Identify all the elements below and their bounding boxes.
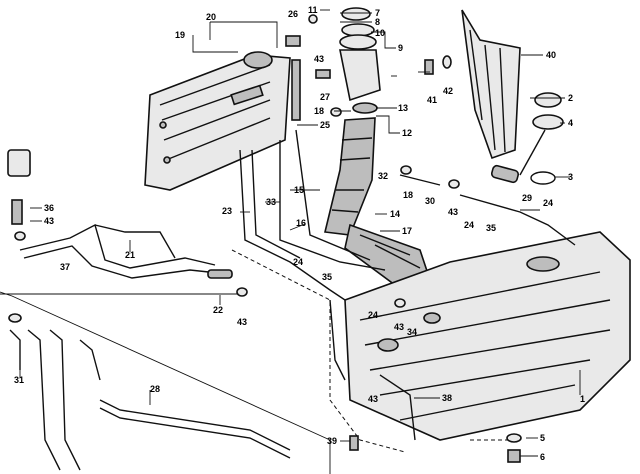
callout-3: 3 [568, 172, 573, 182]
callout-43-a: 43 [314, 54, 324, 64]
filler-hose [324, 117, 432, 286]
callout-21: 21 [125, 250, 135, 260]
callout-24-a: 24 [293, 257, 303, 267]
callout-7: 7 [375, 8, 380, 18]
callout-5: 5 [540, 433, 545, 443]
callout-27: 27 [320, 92, 330, 102]
inset-panel-outline [0, 291, 331, 474]
callout-43-c: 43 [44, 216, 54, 226]
callout-38: 38 [442, 393, 452, 403]
callout-leaders [19, 9, 581, 457]
callout-2: 2 [568, 93, 573, 103]
callout-1: 1 [580, 394, 585, 404]
callout-28: 28 [150, 384, 160, 394]
callout-32: 32 [378, 171, 388, 181]
callout-14: 14 [390, 209, 400, 219]
callout-29: 29 [522, 193, 532, 203]
callout-34: 34 [407, 327, 417, 337]
callout-8: 8 [375, 17, 380, 27]
callout-35-b: 35 [486, 223, 496, 233]
callout-15: 15 [294, 185, 304, 195]
callout-40: 40 [546, 50, 556, 60]
inset-detail [8, 313, 291, 471]
callout-37: 37 [60, 262, 70, 272]
callout-labels: 1 2 3 4 5 6 7 8 9 10 11 12 13 14 15 16 1… [14, 5, 585, 462]
callout-25: 25 [320, 120, 330, 130]
filler-housing-panel [144, 51, 291, 191]
callout-36: 36 [44, 203, 54, 213]
callout-33: 33 [266, 197, 276, 207]
callout-23: 23 [222, 206, 232, 216]
callout-43-f: 43 [368, 394, 378, 404]
callout-9: 9 [398, 43, 403, 53]
callout-43-e: 43 [394, 322, 404, 332]
callout-11: 11 [308, 5, 318, 15]
callout-24-d: 24 [543, 198, 553, 208]
fuel-lines [19, 129, 576, 441]
callout-6: 6 [540, 452, 545, 462]
callout-16: 16 [296, 218, 306, 228]
callout-43-b: 43 [448, 207, 458, 217]
callout-12: 12 [402, 128, 412, 138]
callout-43-d: 43 [237, 317, 247, 327]
filler-neck [339, 7, 381, 114]
callout-20: 20 [206, 12, 216, 22]
shield-plate [461, 9, 521, 160]
callout-42: 42 [443, 86, 453, 96]
callout-17: 17 [402, 226, 412, 236]
dashed-boundary-left [231, 249, 406, 453]
callout-18-lower: 18 [403, 190, 413, 200]
callout-19: 19 [175, 30, 185, 40]
callout-22: 22 [213, 305, 223, 315]
callout-13: 13 [398, 103, 408, 113]
callout-24-c: 24 [464, 220, 474, 230]
small-fittings [7, 14, 522, 463]
callout-35-a: 35 [322, 272, 332, 282]
callout-30: 30 [425, 196, 435, 206]
sender-unit [490, 92, 564, 185]
callout-26: 26 [288, 9, 298, 19]
callout-18-upper: 18 [314, 106, 324, 116]
callout-39: 39 [327, 436, 337, 446]
callout-24-b: 24 [368, 310, 378, 320]
callout-4: 4 [568, 118, 573, 128]
callout-10: 10 [375, 28, 385, 38]
fuel-tank [344, 231, 631, 441]
callout-31: 31 [14, 375, 24, 385]
callout-41: 41 [427, 95, 437, 105]
